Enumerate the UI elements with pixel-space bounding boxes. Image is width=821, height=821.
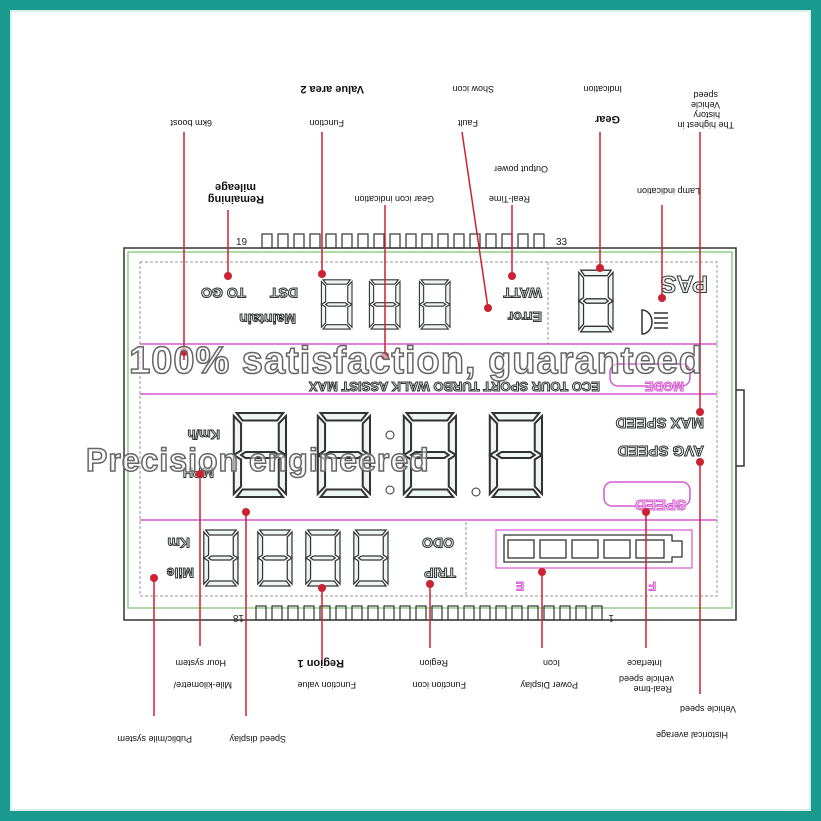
callout-dot-battery <box>538 568 546 576</box>
callout-dot-region1 <box>318 584 326 592</box>
mile-label: Mile <box>167 565 194 581</box>
callout-interface: Interface <box>627 658 662 668</box>
callout-gear-icon: Gear icon indication <box>354 194 434 204</box>
callout-dot-function <box>318 270 326 278</box>
callout-dot-fault <box>484 304 492 312</box>
image-inner-frame <box>10 10 811 811</box>
value-area-digit-3 <box>418 279 451 330</box>
callout-boost: 6km boost <box>170 118 212 128</box>
colon-dot-bottom <box>385 485 395 495</box>
gear-digit <box>578 269 614 333</box>
lcd-module <box>123 247 745 621</box>
callout-show-icon: Show icon <box>452 84 494 94</box>
speed-digit-4 <box>488 411 544 499</box>
error-label: Error <box>507 309 542 325</box>
watermark-line-1: 100% satisfaction, guaranteed <box>128 339 703 383</box>
callout-dot-gear <box>596 264 604 272</box>
callout-region1: Region 1 <box>298 657 344 669</box>
callout-dot-mph <box>196 470 204 478</box>
callout-rt-speed-2: vehicle speed <box>619 674 674 684</box>
callout-speed-display: Speed display <box>229 734 286 744</box>
odo-digit-1 <box>203 529 239 587</box>
callout-dot-remaining <box>224 272 232 280</box>
callout-highest-3: Vehicle <box>691 100 720 110</box>
callout-dot-output-power <box>508 272 516 280</box>
callout-dot-speed-display <box>242 508 250 516</box>
to-go-label: TO GO <box>201 285 246 301</box>
callout-lines <box>150 131 704 716</box>
callout-dot-lamp <box>658 294 666 302</box>
odo-digit-4 <box>353 529 389 587</box>
value-area-digit-1 <box>320 279 353 330</box>
odo-digit-3 <box>305 529 341 587</box>
bottom-pin-row: 18 1 <box>232 605 614 623</box>
assist-mode-row: ECO TOUR SPORT TURBO WALK ASSIST MAX <box>309 379 600 394</box>
watermark-line-2: Precision engineered <box>85 441 430 479</box>
pin-label-top-right: 33 <box>556 237 568 248</box>
pas-label: PAS <box>660 270 708 297</box>
pin-label-top-left: 19 <box>236 237 248 248</box>
callout-dot-avg-speed <box>696 458 704 466</box>
pin-label-bottom-right: 1 <box>608 612 614 623</box>
callout-dot-max-speed <box>696 408 704 416</box>
callout-region: Region <box>419 658 448 668</box>
lcd-segments: DST TO GO Maintain WATT Error PAS ECO TO… <box>166 269 709 594</box>
callout-hist-avg: Historical average <box>656 730 728 740</box>
watt-label: WATT <box>503 285 542 301</box>
callout-function-icon: Function icon <box>412 680 466 690</box>
callout-highest-4: speed <box>693 90 718 100</box>
trip-label: TRIP <box>424 565 456 581</box>
callout-remaining-1: Remaining <box>208 193 264 205</box>
callout-gear: Gear <box>594 113 620 125</box>
callout-realtime: Real-Time <box>489 194 530 204</box>
callout-dot-speed-badge <box>642 508 650 516</box>
colon-dot-top <box>385 430 395 440</box>
callout-labels-top: 6km boost Function Value area 2 Fault Sh… <box>170 83 734 205</box>
callout-fault: Fault <box>457 118 478 128</box>
odo-digit-2 <box>257 529 293 587</box>
callout-value-area: Value area 2 <box>300 83 364 95</box>
callout-remaining-2: mileage <box>215 181 256 193</box>
decimal-dot <box>471 487 481 497</box>
callout-highest-1: The highest in <box>677 120 734 130</box>
callout-highest-2: history <box>693 110 720 120</box>
callout-rt-speed-1: Real-time <box>633 684 672 694</box>
mode-badge-label: MODE <box>645 379 684 394</box>
callout-function: Function <box>309 118 344 128</box>
callout-power-display: Power Display <box>520 680 578 690</box>
odo-label: ODO <box>422 535 454 551</box>
callout-mile-km: Mile-kilometre/ <box>173 680 232 690</box>
avg-speed-label: AVG SPEED <box>617 442 704 459</box>
callout-lamp: Lamp indication <box>637 186 700 196</box>
callout-dot-trip <box>426 580 434 588</box>
callout-labels-bottom: Hour system Mile-kilometre/ Region 1 Fun… <box>117 657 736 744</box>
callout-icon: Icon <box>543 658 560 668</box>
callout-indication: Indication <box>583 84 622 94</box>
callout-dot-gear-icon <box>381 352 389 360</box>
pin-label-bottom-left: 18 <box>232 612 244 623</box>
battery-full-label: F <box>649 579 656 593</box>
max-speed-label: MAX SPEED <box>615 414 704 431</box>
callout-dot-public-mile <box>150 574 158 582</box>
callout-vehicle-speed: Vehicle speed <box>680 704 736 714</box>
callout-output-power: Output power <box>494 164 548 174</box>
mode-badge <box>609 363 691 387</box>
callout-public-mile: Public/mile system <box>117 734 192 744</box>
callout-function-value: Function value <box>297 680 356 690</box>
callout-dot-boost <box>180 348 188 356</box>
top-pin-row: 19 33 <box>236 233 568 249</box>
maintain-label: Maintain <box>239 311 296 327</box>
battery-bar <box>495 529 693 569</box>
lamp-icon <box>641 309 668 335</box>
battery-empty-label: E <box>516 579 524 593</box>
km-label: Km <box>167 535 190 551</box>
kmh-label: Km/h <box>187 427 220 442</box>
dst-label: DST <box>270 285 298 301</box>
speed-badge <box>603 481 691 507</box>
callout-hour-system: Hour system <box>175 658 226 668</box>
